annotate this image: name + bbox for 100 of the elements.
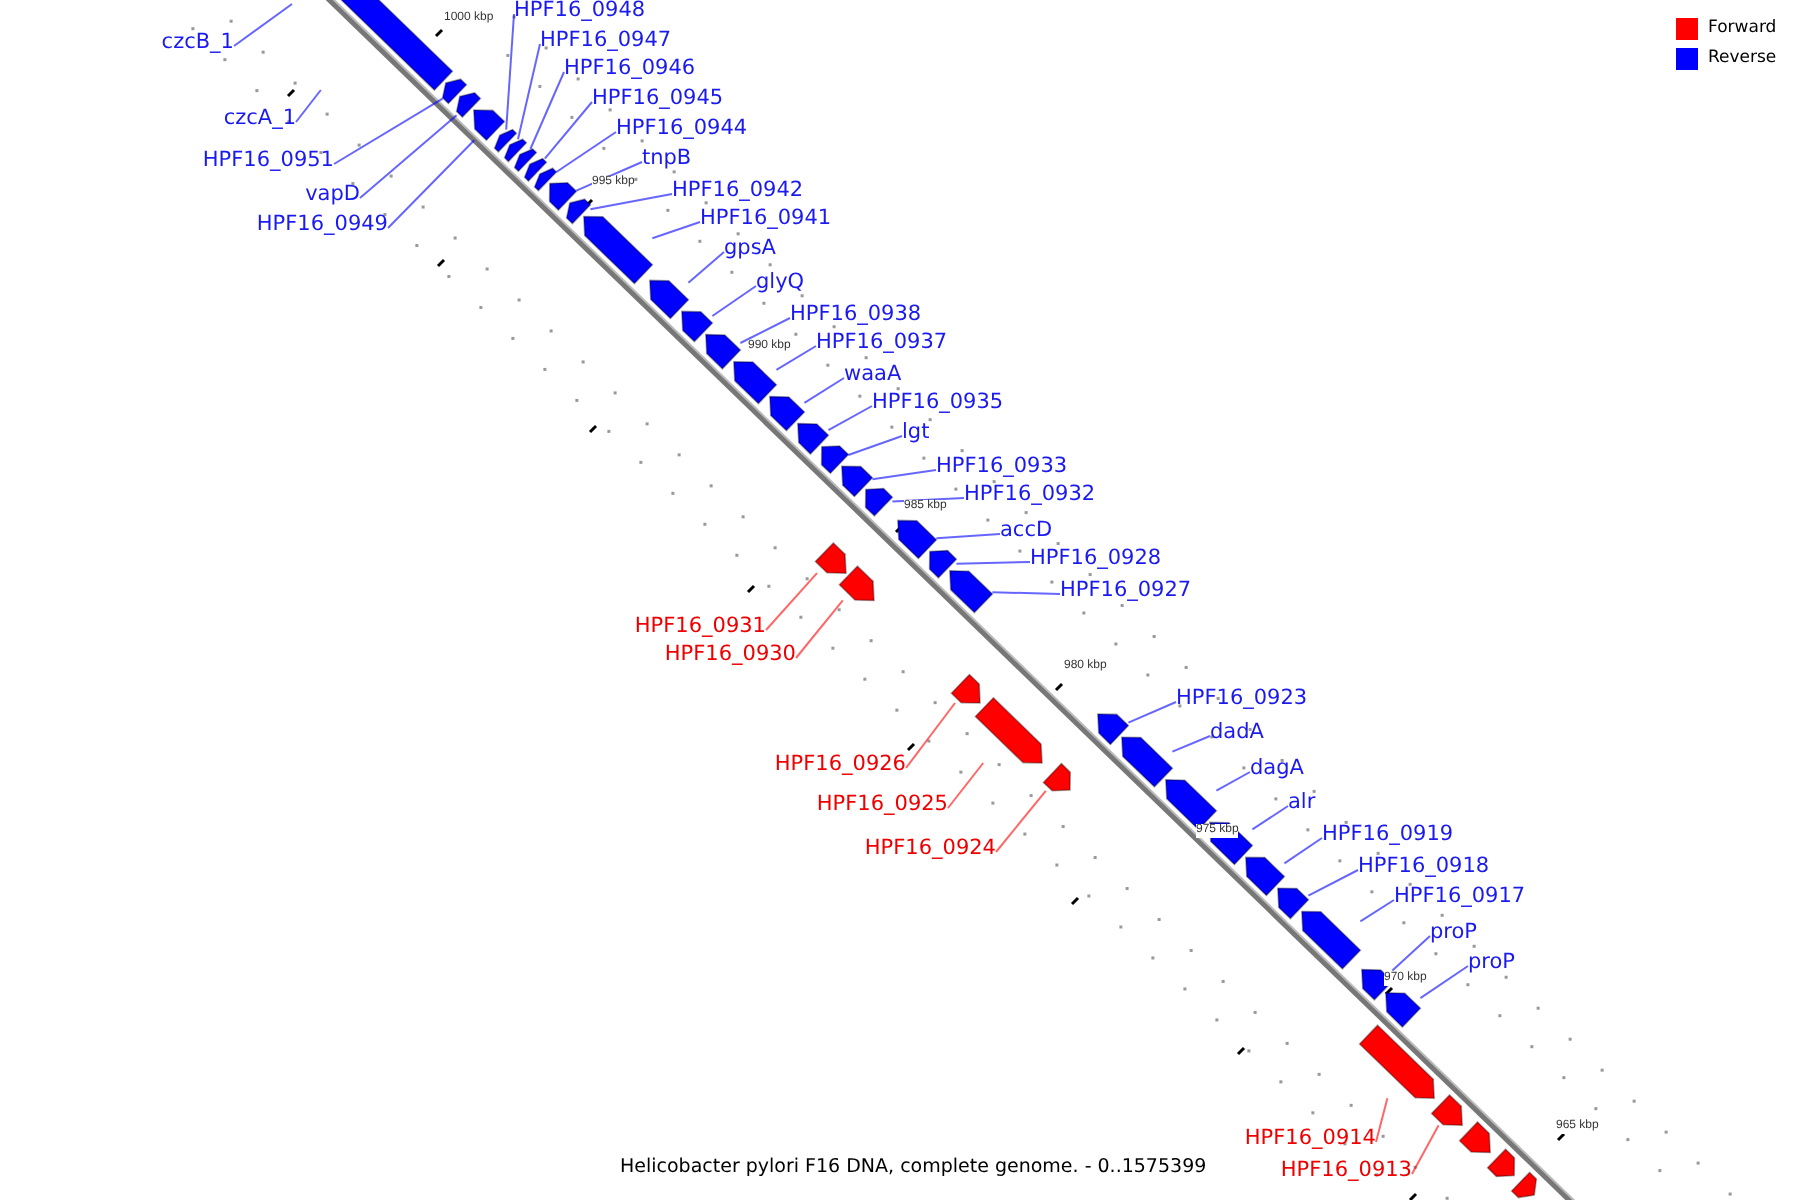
leader-line (995, 789, 1047, 853)
gene-block (503, 138, 528, 163)
leader-line (711, 285, 757, 317)
gene-label: HPF16_0938 (790, 302, 922, 326)
gene-block (533, 167, 558, 192)
gene-block (1384, 992, 1422, 1029)
gene-block (548, 182, 578, 212)
gene-label: HPF16_0924 (864, 836, 996, 860)
gene-block (1164, 779, 1218, 831)
leader-line (739, 317, 791, 344)
leader-line (795, 599, 844, 659)
gene-label: HPF16_0917 (1394, 884, 1526, 908)
gene-label: accD (1000, 518, 1053, 542)
leader-line (359, 114, 458, 199)
leader-line (947, 762, 985, 809)
gene-block (1244, 856, 1286, 897)
leader-line (651, 221, 701, 240)
gene-label: HPF16_0949 (256, 212, 388, 236)
leader-line (543, 101, 593, 160)
gene-label: dagA (1250, 756, 1304, 780)
gene-label: gpsA (724, 236, 776, 260)
gene-label: alr (1288, 790, 1316, 814)
leader-line (333, 97, 444, 165)
gene-label: HPF16_0933 (936, 454, 1068, 478)
gene-block (493, 128, 518, 153)
gene-label: HPF16_0930 (664, 642, 796, 666)
gene-block (1120, 736, 1174, 788)
gene-label: HPF16_0942 (672, 178, 804, 202)
leader-line (847, 435, 903, 456)
gene-block (648, 279, 690, 320)
leader-line (529, 71, 565, 150)
leader-line (803, 377, 845, 404)
leader-line (775, 345, 817, 371)
gene-label: proP (1430, 920, 1478, 944)
leader-line (295, 89, 322, 123)
gene-label: HPF16_0931 (634, 614, 766, 638)
gene-label: tnpB (642, 146, 692, 170)
gene-label: HPF16_0948 (514, 0, 646, 22)
leader-line (891, 497, 965, 503)
gene-label: vapD (305, 182, 360, 206)
gene-label: HPF16_0913 (1280, 1158, 1412, 1182)
gene-block (1042, 762, 1071, 792)
gene-block (1300, 910, 1362, 970)
leader-line (1127, 701, 1177, 724)
gene-block (948, 570, 994, 614)
gene-label: glyQ (756, 270, 805, 294)
legend-label: Reverse (1708, 48, 1777, 70)
gene-label: HPF16_0945 (592, 86, 724, 110)
gene-label: HPF16_0926 (774, 752, 906, 776)
leader-line (765, 572, 818, 631)
gene-label: HPF16_0947 (540, 28, 672, 52)
gene-block (840, 465, 874, 498)
leader-line (991, 591, 1061, 595)
gene-label: dadA (1210, 720, 1264, 744)
gene-block (1358, 1024, 1436, 1099)
gene-label: HPF16_0918 (1358, 854, 1490, 878)
gene-block (974, 696, 1043, 764)
gene-block (704, 333, 742, 370)
gene-label: lgt (902, 420, 930, 444)
gene-block (814, 541, 847, 574)
leader-line (905, 702, 956, 769)
leader-line (387, 139, 476, 229)
gene-label: proP (1468, 950, 1516, 974)
gene-block (864, 487, 894, 517)
leader-line (1419, 965, 1469, 1000)
gene-block (1486, 1148, 1516, 1178)
gene-block (896, 519, 938, 560)
gene-block (1458, 1120, 1492, 1154)
leader-line (1359, 899, 1395, 923)
gene-label: HPF16_0941 (700, 206, 832, 230)
gene-block (1510, 1171, 1538, 1199)
gene-block (820, 445, 850, 475)
gene-label: HPF16_0919 (1322, 822, 1454, 846)
gene-label: HPF16_0928 (1030, 546, 1162, 570)
leader-line (517, 43, 541, 141)
gene-block (680, 310, 714, 343)
gene-label: HPF16_0951 (202, 148, 334, 172)
gene-block (513, 148, 538, 173)
gene-label: HPF16_0944 (616, 116, 748, 140)
gene-block (838, 565, 875, 602)
gene-label: HPF16_0925 (816, 792, 948, 816)
leader-line (1171, 735, 1211, 753)
leader-line (955, 561, 1031, 565)
legend-label: Forward (1708, 18, 1777, 40)
gene-block (796, 422, 830, 456)
leader-line (1307, 869, 1359, 897)
gene-block (928, 549, 958, 579)
gene-label: HPF16_0932 (964, 482, 1096, 506)
gene-block (1096, 713, 1130, 746)
gene-block (768, 395, 806, 432)
leader-line (589, 193, 673, 211)
leader-line (1283, 837, 1323, 865)
gene-block (950, 673, 981, 704)
leader-line (871, 469, 937, 481)
gene-block (1276, 887, 1310, 920)
gene-label: HPF16_0935 (872, 390, 1004, 414)
leader-line (935, 533, 1001, 540)
gene-label: waaA (844, 362, 902, 386)
leader-line (1251, 805, 1289, 831)
leader-line (827, 405, 873, 432)
